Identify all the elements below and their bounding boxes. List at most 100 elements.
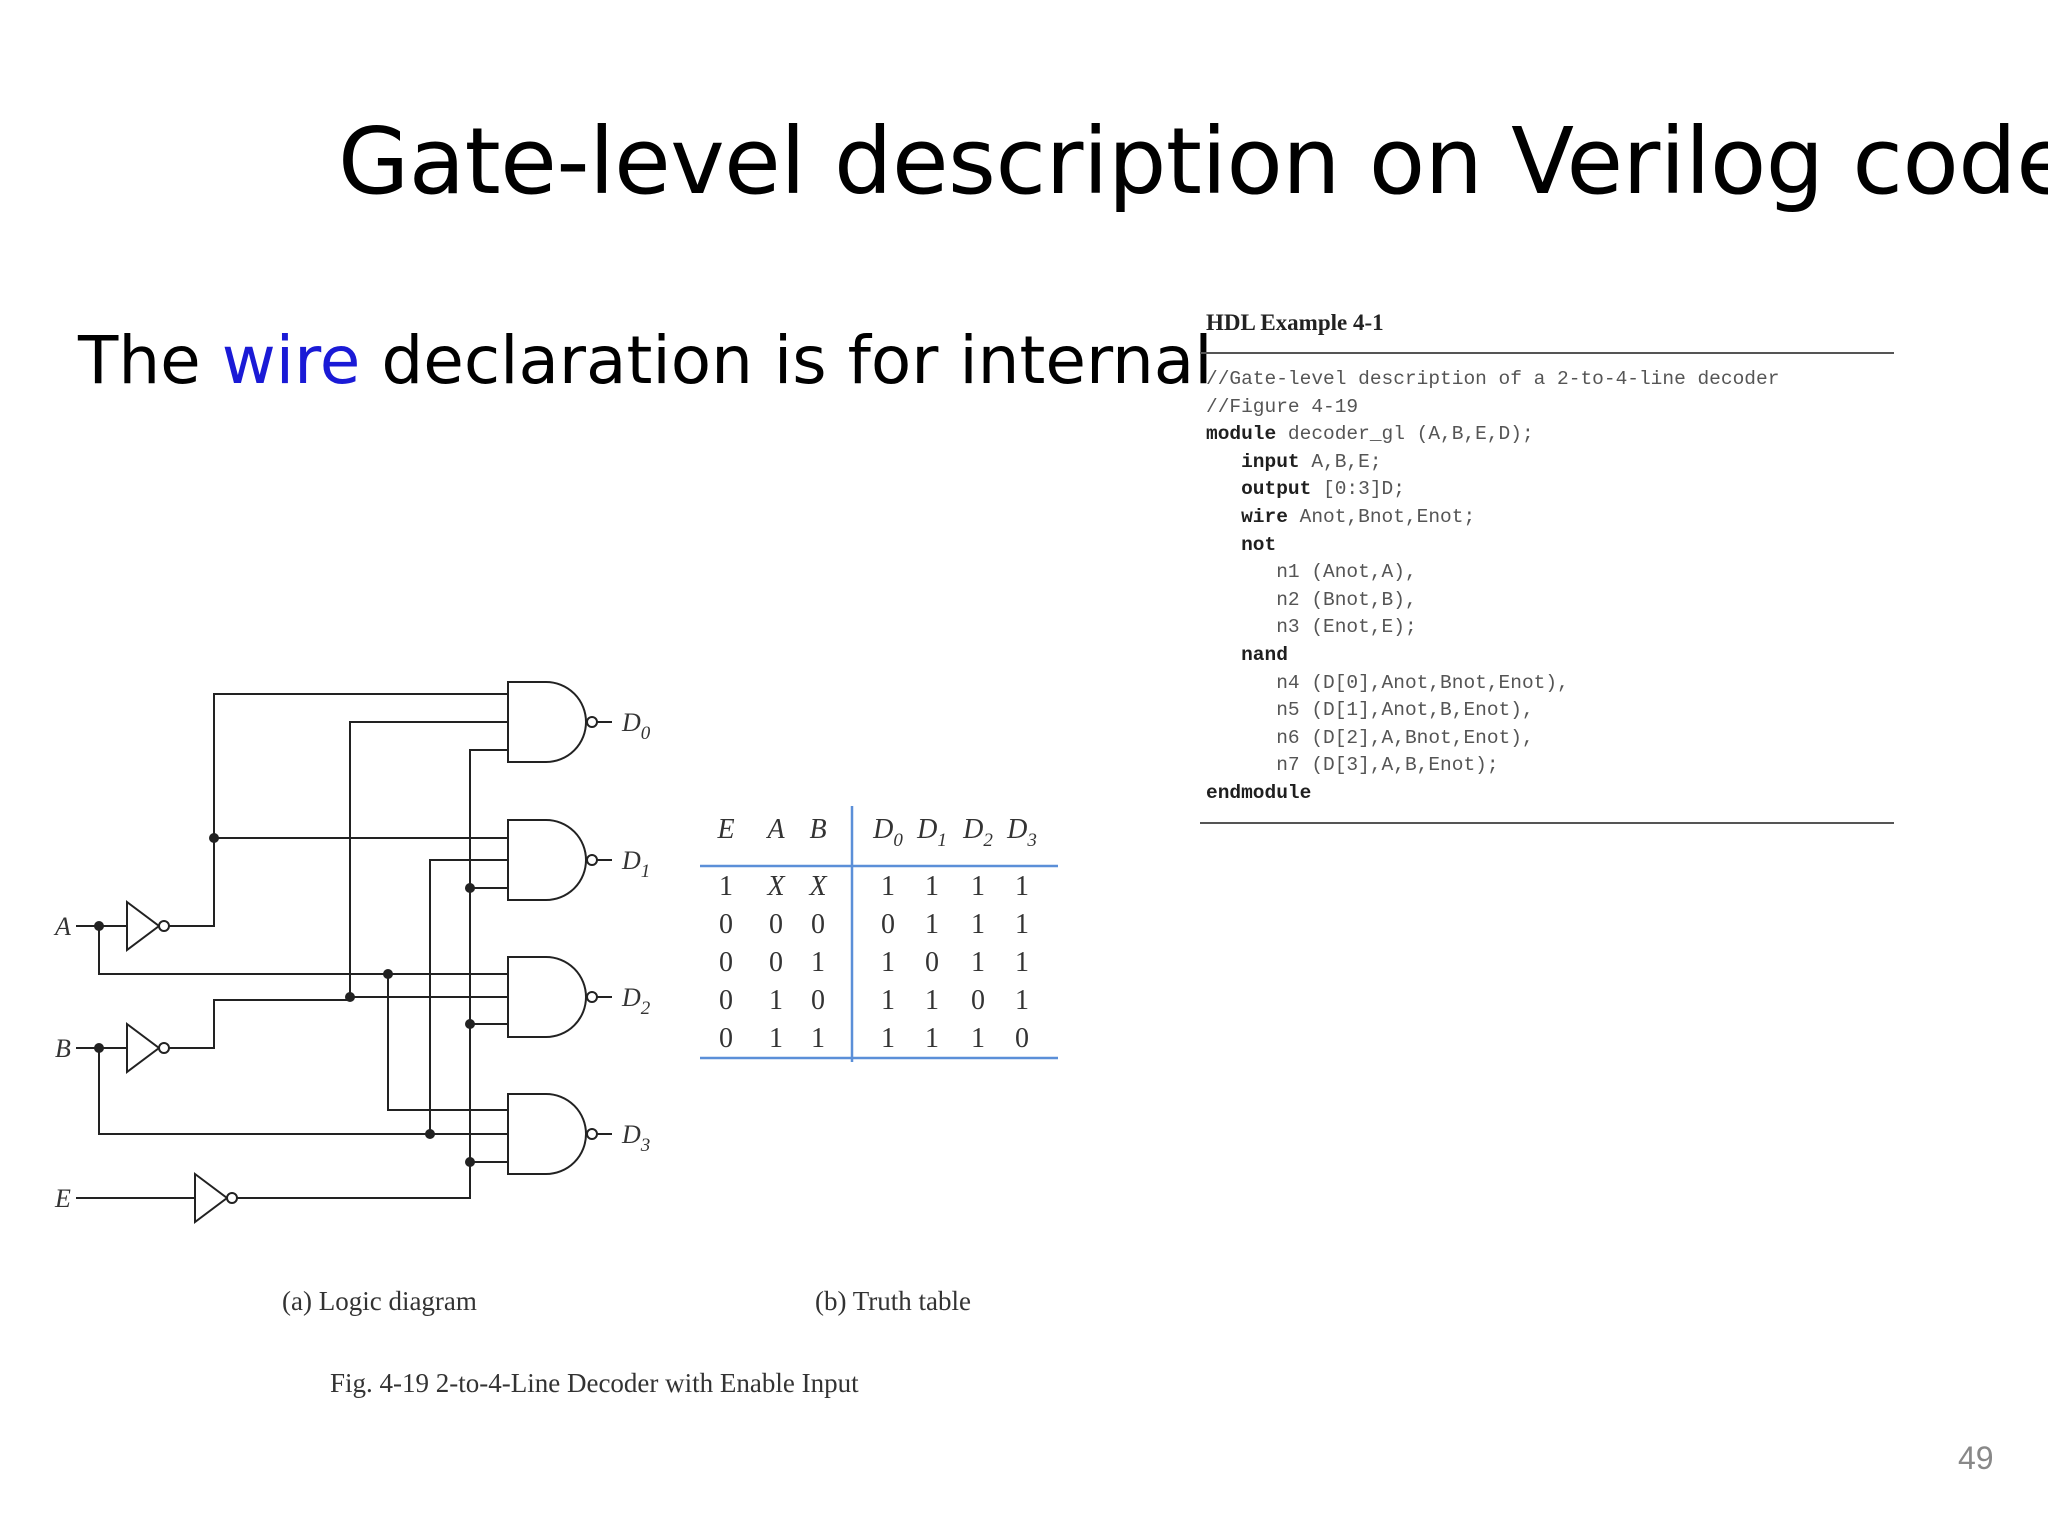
nand-bubble: [586, 991, 598, 1003]
table-header-e: E: [716, 814, 734, 845]
table-header-d1: D1: [916, 814, 947, 851]
table-cell: 0: [719, 1023, 733, 1054]
code-text: n6 (D[2],A,Bnot,Enot),: [1276, 726, 1534, 749]
code-text: Anot,Bnot,Enot;: [1287, 505, 1476, 528]
table-cell: 1: [971, 1023, 985, 1054]
figure-caption: Fig. 4-19 2-to-4-Line Decoder with Enabl…: [330, 1368, 859, 1398]
code-line: module decoder_gl (A,B,E,D);: [1206, 423, 1534, 445]
subtitle-rest: declaration is for internal: [381, 322, 1213, 399]
table-cell: 1: [811, 947, 825, 978]
code-text: decoder_gl (A,B,E,D);: [1276, 423, 1534, 446]
bnot-wire: [169, 721, 508, 1049]
output-label-1: D1: [621, 846, 650, 882]
table-cell: 0: [811, 909, 825, 940]
junction-dot: [209, 833, 219, 843]
table-cell: 1: [1015, 871, 1029, 902]
code-text: //Gate-level description of a 2-to-4-lin…: [1206, 368, 1780, 390]
nand-bubble: [586, 854, 598, 866]
table-cell: 0: [925, 947, 939, 978]
table-cell: 0: [1015, 1023, 1029, 1054]
not-gate: [126, 900, 161, 952]
table-cell: X: [808, 871, 827, 902]
table-cell: 0: [769, 947, 783, 978]
hdl-example-panel: HDL Example 4-1 //Gate-level description…: [1196, 304, 1896, 834]
nand-gate: [507, 681, 587, 763]
table-cell: 1: [1015, 909, 1029, 940]
code-line: //Figure 4-19: [1206, 396, 1358, 418]
enot-wire: [237, 749, 508, 1199]
table-cell: 1: [925, 1023, 939, 1054]
code-line: n7 (D[3],A,B,Enot);: [1206, 754, 1498, 776]
code-text: n1 (Anot,A),: [1276, 561, 1417, 584]
table-cell: 0: [769, 909, 783, 940]
nand-gate: [507, 956, 587, 1038]
output-label-0: D0: [621, 708, 651, 744]
logic-diagram: [76, 681, 612, 1224]
table-header-subscript: 3: [1026, 830, 1037, 851]
table-cell: 1: [1015, 947, 1029, 978]
table-cell: 0: [881, 909, 895, 940]
table-cell: 1: [811, 1023, 825, 1054]
nand-bubble: [586, 716, 598, 728]
table-cell: 1: [719, 871, 733, 902]
subtitle-keyword-wire: wire: [221, 322, 361, 399]
code-line: not: [1206, 534, 1276, 556]
junction-dot: [465, 883, 475, 893]
table-cell: 1: [881, 985, 895, 1016]
table-header-d3: D3: [1006, 814, 1037, 851]
b-d1-wire: [429, 859, 508, 1134]
nand-gate: [507, 1093, 587, 1175]
table-cell: 0: [719, 985, 733, 1016]
code-text: [0:3]D;: [1311, 478, 1405, 501]
code-line: endmodule: [1206, 782, 1311, 804]
table-cell: 1: [925, 871, 939, 902]
table-cell: 0: [971, 985, 985, 1016]
junction-dot: [345, 992, 355, 1002]
table-header-subscript: 2: [983, 830, 993, 851]
code-keyword: module: [1206, 423, 1277, 446]
code-bottom-rule: [1200, 822, 1894, 824]
inverter-bubble: [158, 1042, 170, 1054]
code-top-rule: [1200, 352, 1894, 354]
junction-dot: [383, 969, 393, 979]
output-label-3: D3: [621, 1120, 650, 1156]
b-wire: [98, 1048, 508, 1135]
not-gate: [194, 1172, 229, 1224]
code-line: n3 (Enot,E);: [1206, 616, 1417, 639]
slide-subtitle: The wire declaration is for internal: [78, 322, 1213, 399]
output-subscript: 1: [641, 861, 651, 882]
table-header-subscript: 0: [893, 830, 903, 851]
input-label-a: A: [53, 912, 71, 941]
code-line: n5 (D[1],Anot,B,Enot),: [1206, 699, 1533, 721]
not-gate: [126, 1022, 161, 1074]
table-cell: 1: [881, 871, 895, 902]
table-header-a: A: [765, 814, 785, 845]
table-cell: 0: [811, 985, 825, 1016]
code-keyword: not: [1241, 533, 1277, 556]
inverter-bubble: [226, 1192, 238, 1204]
code-keyword: input: [1241, 450, 1300, 473]
table-cell: 1: [971, 909, 985, 940]
code-text: n3 (Enot,E);: [1276, 616, 1417, 639]
table-cell: 1: [769, 1023, 783, 1054]
nand-bubble: [586, 1128, 598, 1140]
table-header-b: B: [809, 814, 826, 845]
verilog-code-block: //Gate-level description of a 2-to-4-lin…: [1206, 366, 1779, 808]
code-keyword: wire: [1241, 505, 1288, 528]
nand-gate: [507, 819, 587, 901]
input-label-e: E: [54, 1184, 71, 1213]
code-line: input A,B,E;: [1206, 450, 1382, 473]
code-line: n1 (Anot,A),: [1206, 561, 1417, 584]
table-cell: 1: [971, 871, 985, 902]
code-keyword: endmodule: [1206, 781, 1312, 804]
hdl-example-heading: HDL Example 4-1: [1206, 310, 1384, 335]
table-cell: 1: [1015, 985, 1029, 1016]
subtitle-prefix: The: [78, 322, 201, 399]
code-line: n6 (D[2],A,Bnot,Enot),: [1206, 726, 1534, 749]
code-line: //Gate-level description of a 2-to-4-lin…: [1206, 368, 1779, 390]
code-keyword: output: [1241, 478, 1312, 501]
code-text: A,B,E;: [1299, 450, 1382, 473]
a-d3-wire: [387, 974, 508, 1111]
table-cell: 1: [881, 947, 895, 978]
